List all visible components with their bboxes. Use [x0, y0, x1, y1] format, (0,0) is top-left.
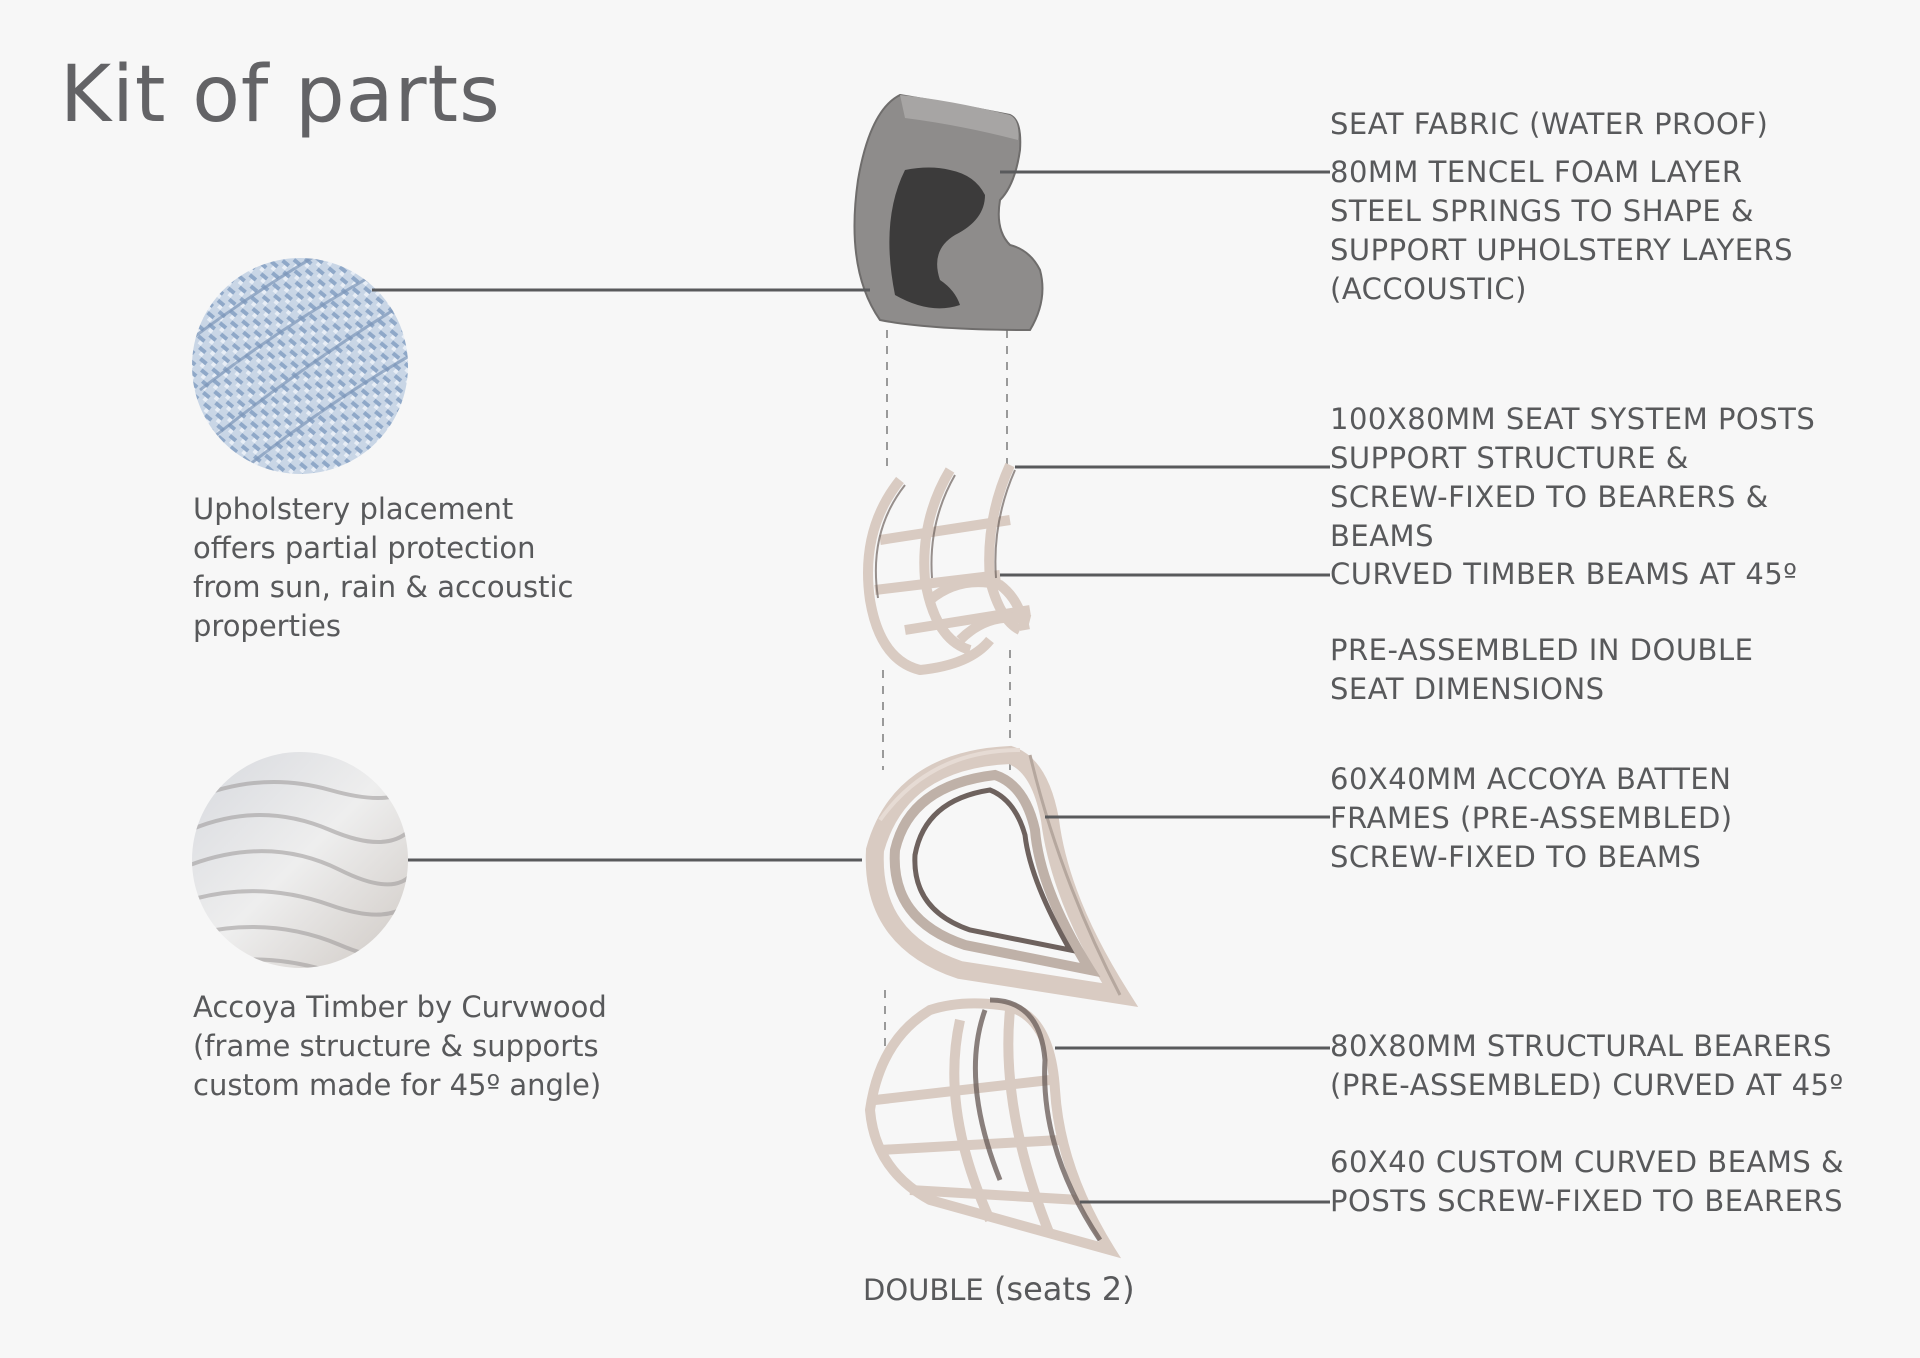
spec-preassembled: PRE-ASSEMBLED IN DOUBLE SEAT DIMENSIONS	[1330, 633, 1754, 706]
spec-seat-fabric: SEAT FABRIC (WATER PROOF)	[1330, 107, 1769, 141]
woven-fabric-swatch-icon	[192, 258, 408, 474]
bearers-illustration	[864, 998, 1122, 1259]
spec-batten-frames: 60X40MM ACCOYA BATTEN FRAMES (PRE-ASSEMB…	[1330, 762, 1733, 874]
spec-structural-bearers: 80X80MM STRUCTURAL BEARERS (PRE-ASSEMBLE…	[1330, 1029, 1844, 1102]
footer-seats-count: (seats 2)	[993, 1270, 1135, 1308]
seat-configuration-label: DOUBLE (seats 2)	[863, 1270, 1135, 1308]
spec-custom-beams: 60X40 CUSTOM CURVED BEAMS & POSTS SCREW-…	[1330, 1145, 1845, 1218]
footer-double-label: DOUBLE	[863, 1273, 984, 1307]
spec-seat-posts: 100X80MM SEAT SYSTEM POSTS SUPPORT STRUC…	[1330, 402, 1816, 553]
alignment-guides	[882, 330, 1011, 1070]
seat-cushion-illustration	[853, 93, 1044, 332]
timber-caption: Accoya Timber by Curvwood (frame structu…	[193, 990, 607, 1102]
page-title: Kit of parts	[60, 50, 501, 140]
batten-frames-illustration	[865, 745, 1139, 1007]
upholstery-caption: Upholstery placement offers partial prot…	[193, 492, 574, 643]
seat-posts-illustration	[863, 462, 1032, 676]
spec-curved-beams: CURVED TIMBER BEAMS AT 45º	[1330, 557, 1798, 591]
leader-lines	[372, 170, 1330, 1204]
spec-foam-layer: 80MM TENCEL FOAM LAYER STEEL SPRINGS TO …	[1330, 155, 1794, 306]
wood-grain-swatch-icon	[192, 752, 408, 968]
